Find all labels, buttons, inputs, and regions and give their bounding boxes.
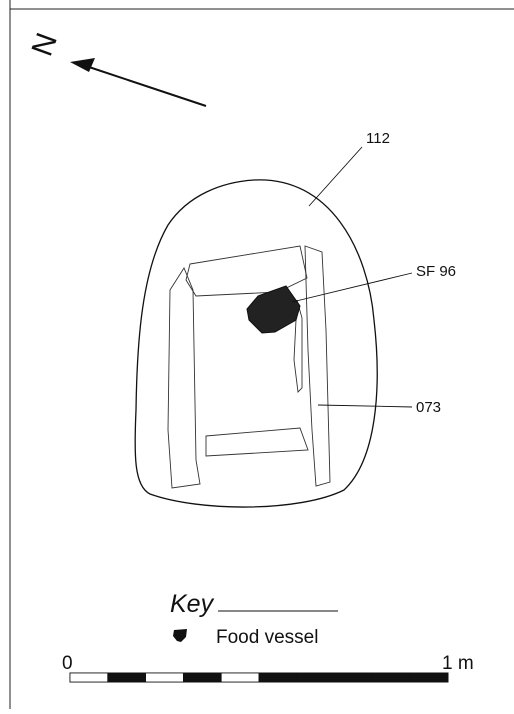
leader-line-sf96 [291, 272, 413, 303]
scale-segment [182, 672, 222, 683]
cist-slabs-073 [167, 245, 331, 489]
scale-segment [258, 672, 298, 683]
label-sf96: SF 96 [416, 263, 456, 280]
scale-label-start: 0 [62, 653, 73, 674]
leader-line-112 [308, 146, 363, 207]
key-item-food-vessel: Food vessel [216, 627, 318, 648]
food-vessel-sf96 [246, 285, 301, 334]
cist-slab-north [185, 245, 308, 297]
cist-slab-east-inner [293, 299, 303, 393]
north-arrow-head [70, 58, 95, 72]
scale-segment [296, 672, 335, 683]
leader-line-073 [317, 404, 413, 408]
scale-segment [409, 672, 449, 683]
scale-label-end: 1 m [442, 653, 474, 674]
north-arrow-shaft [85, 65, 207, 107]
cist-slab-east [304, 245, 331, 487]
pit-outline-112 [134, 179, 378, 508]
scale-segment [69, 672, 109, 683]
label-112: 112 [366, 130, 390, 147]
food-vessel-icon [173, 629, 187, 642]
scale-bar-segments [69, 672, 449, 683]
scale-bar: 0 1 m [62, 653, 474, 683]
scale-segment [145, 672, 184, 683]
scale-segment [107, 672, 147, 683]
label-073: 073 [416, 399, 441, 416]
scale-segment [220, 672, 260, 683]
key-title: Key [170, 590, 215, 618]
key: Key Food vessel [170, 590, 338, 648]
north-label: N [26, 29, 64, 61]
scale-segment [334, 672, 373, 683]
scale-segment [371, 672, 411, 683]
cist-slab-west [167, 267, 201, 489]
cist-slab-south [205, 427, 309, 457]
north-arrow: N [26, 29, 207, 107]
